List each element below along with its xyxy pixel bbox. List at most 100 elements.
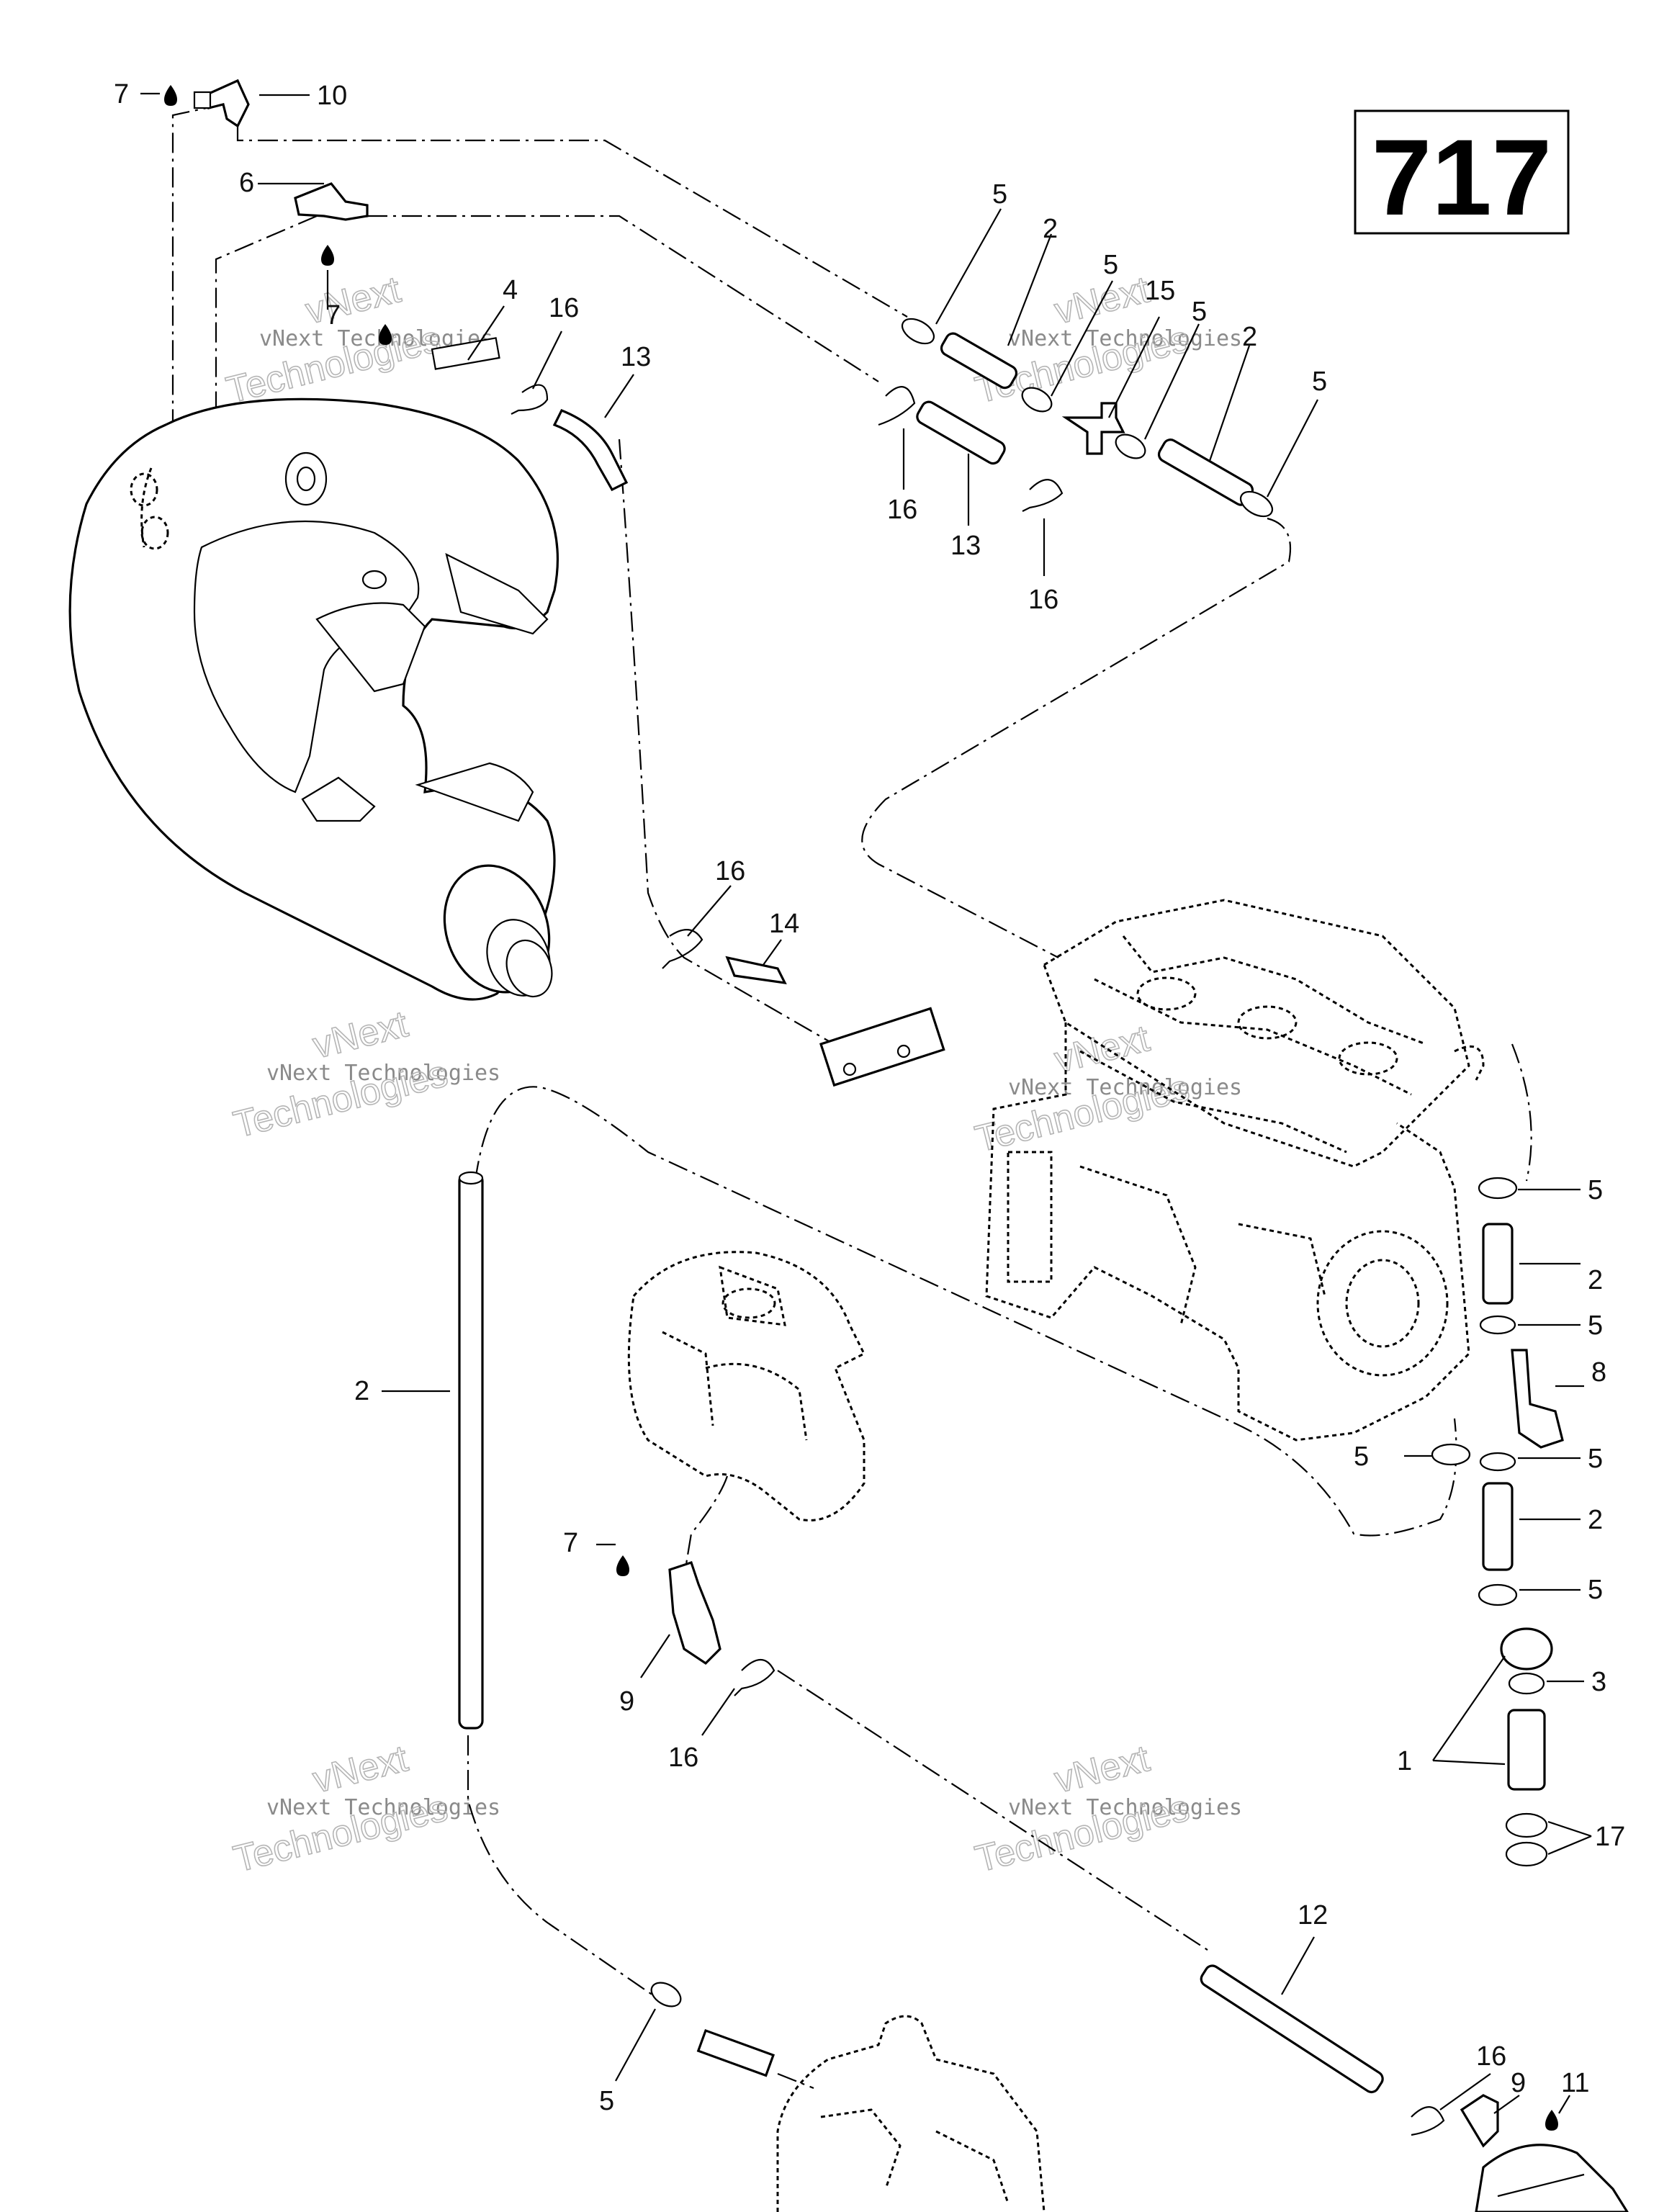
engine-code: 717 <box>1372 117 1552 238</box>
bracket-plate <box>819 1007 945 1087</box>
lower-housing <box>776 2015 1046 2212</box>
callout-label: 15 <box>1145 276 1175 306</box>
clamp-5 <box>650 1982 682 2008</box>
callout-label: 16 <box>715 856 745 886</box>
callout-label: 13 <box>621 342 651 372</box>
callout-label: 5 <box>1588 1310 1603 1341</box>
callout-label: 4 <box>503 275 518 305</box>
callout-label: 2 <box>1588 1505 1603 1535</box>
callout-label: 3 <box>1591 1667 1606 1697</box>
callout-label: 5 <box>1588 1175 1603 1205</box>
callout-labels: 7 10 6 7 4 16 13 5 2 5 15 5 2 5 16 13 16… <box>114 79 1625 2116</box>
fitting-4 <box>431 337 500 370</box>
hose-12 <box>1200 1964 1384 2094</box>
fitting-14 <box>725 956 787 985</box>
clamp-5 <box>1478 1583 1518 1606</box>
oil-drop-symbols <box>164 85 1558 2131</box>
spring-clamp-16 <box>1411 2106 1445 2136</box>
clamp-5 <box>1431 1443 1471 1466</box>
callout-label: 5 <box>992 179 1007 210</box>
spring-clamp-16 <box>662 929 703 969</box>
hose-2-upper <box>940 332 1018 390</box>
oil-drop-icon <box>164 85 177 106</box>
clamp-5 <box>1115 433 1146 459</box>
watermark-text: vNext Technologies <box>1008 326 1242 351</box>
hose-13-bend <box>552 408 629 492</box>
watermark-text: vNext Technologies <box>266 1061 500 1086</box>
o-ring-3 <box>1508 1672 1545 1695</box>
engine-block <box>985 899 1485 1442</box>
callout-label: 16 <box>1028 585 1058 615</box>
clamp-5 <box>1479 1452 1516 1472</box>
callout-label: 7 <box>114 79 129 109</box>
fittings <box>193 78 1564 2148</box>
callout-label: 5 <box>1588 1575 1603 1605</box>
elbow-fitting-9 <box>668 1560 721 1665</box>
watermark-6: vNext vNext Technologies Technologies <box>971 1737 1242 1881</box>
watermark-text: vNext <box>302 269 405 333</box>
oil-drop-icon <box>616 1555 629 1576</box>
callout-label: 16 <box>549 293 579 323</box>
callout-label: 2 <box>1242 322 1257 352</box>
callout-label: 16 <box>668 1743 698 1773</box>
callout-label: 5 <box>1312 367 1327 397</box>
callout-label: 9 <box>619 1686 634 1717</box>
callout-label: 7 <box>325 300 341 331</box>
callout-label: 14 <box>769 909 799 939</box>
engine-code-box: 717 <box>1354 109 1570 238</box>
exhaust-manifold-muffler <box>68 397 559 1001</box>
callout-label: 5 <box>599 2086 614 2116</box>
oil-drop-icon <box>1545 2110 1558 2131</box>
drain-fitting-1 <box>1507 1709 1546 1791</box>
callout-label: 5 <box>1354 1442 1369 1472</box>
watermark-4: vNext vNext Technologies Technologies <box>971 1017 1242 1161</box>
elbow-fitting-10 <box>207 78 250 128</box>
spring-clamp-16 <box>878 386 916 426</box>
elbow-fitting-9-lower <box>1460 2094 1499 2148</box>
watermark-text: vNext <box>309 1737 413 1802</box>
elbow-fitting-6 <box>294 182 369 221</box>
clamp-5 <box>1478 1177 1518 1200</box>
fitting-bottom <box>696 2028 775 2077</box>
callout-label: 9 <box>1511 2068 1526 2098</box>
watermark-3: vNext vNext Technologies Technologies <box>229 1002 500 1146</box>
spring-clamp-16 <box>511 384 549 415</box>
clamps <box>511 318 1518 2136</box>
hose-13-upper <box>916 400 1006 465</box>
callout-label: 1 <box>1397 1746 1412 1776</box>
callout-label: 2 <box>354 1376 369 1406</box>
watermark-text: vNext Technologies <box>1008 1795 1242 1820</box>
watermark-1: vNext vNext Technologies Technologies <box>222 268 493 412</box>
watermark-text: vNext Technologies <box>1008 1075 1242 1100</box>
callout-label: 16 <box>887 495 917 525</box>
spring-clamp-16 <box>1022 479 1064 512</box>
bottom-right-part <box>1475 2144 1629 2212</box>
callout-label: 2 <box>1588 1265 1603 1295</box>
tee-fitting-15 <box>1061 402 1125 455</box>
callout-label: 5 <box>1192 297 1207 327</box>
hoses <box>458 332 1514 2094</box>
hose-2-right-column-lower <box>1482 1482 1514 1571</box>
clamp-5 <box>901 318 935 345</box>
watermark-text: vNext <box>1051 1737 1154 1802</box>
long-hose-2 <box>458 1172 484 1730</box>
callout-label: 16 <box>1476 2041 1506 2072</box>
watermark-5: vNext vNext Technologies Technologies <box>229 1737 500 1881</box>
callout-label: 5 <box>1103 250 1118 280</box>
o-ring-17b <box>1505 1841 1548 1867</box>
spring-clamp-16 <box>734 1659 775 1696</box>
clamp-5 <box>1021 387 1053 413</box>
fitting-8 <box>1511 1349 1564 1449</box>
clamp-5 <box>1239 490 1274 518</box>
oil-drop-icon <box>379 324 392 345</box>
callout-label: 11 <box>1561 2068 1589 2098</box>
callout-label: 12 <box>1298 1900 1328 1930</box>
pump-housing <box>627 1251 866 1521</box>
leader-lines <box>140 92 1592 2114</box>
callout-label: 8 <box>1591 1357 1606 1388</box>
watermark-text: vNext <box>309 1003 413 1067</box>
callout-label: 6 <box>239 168 254 198</box>
hose-routing-lines <box>171 103 1532 2090</box>
o-ring-17a <box>1505 1812 1548 1838</box>
